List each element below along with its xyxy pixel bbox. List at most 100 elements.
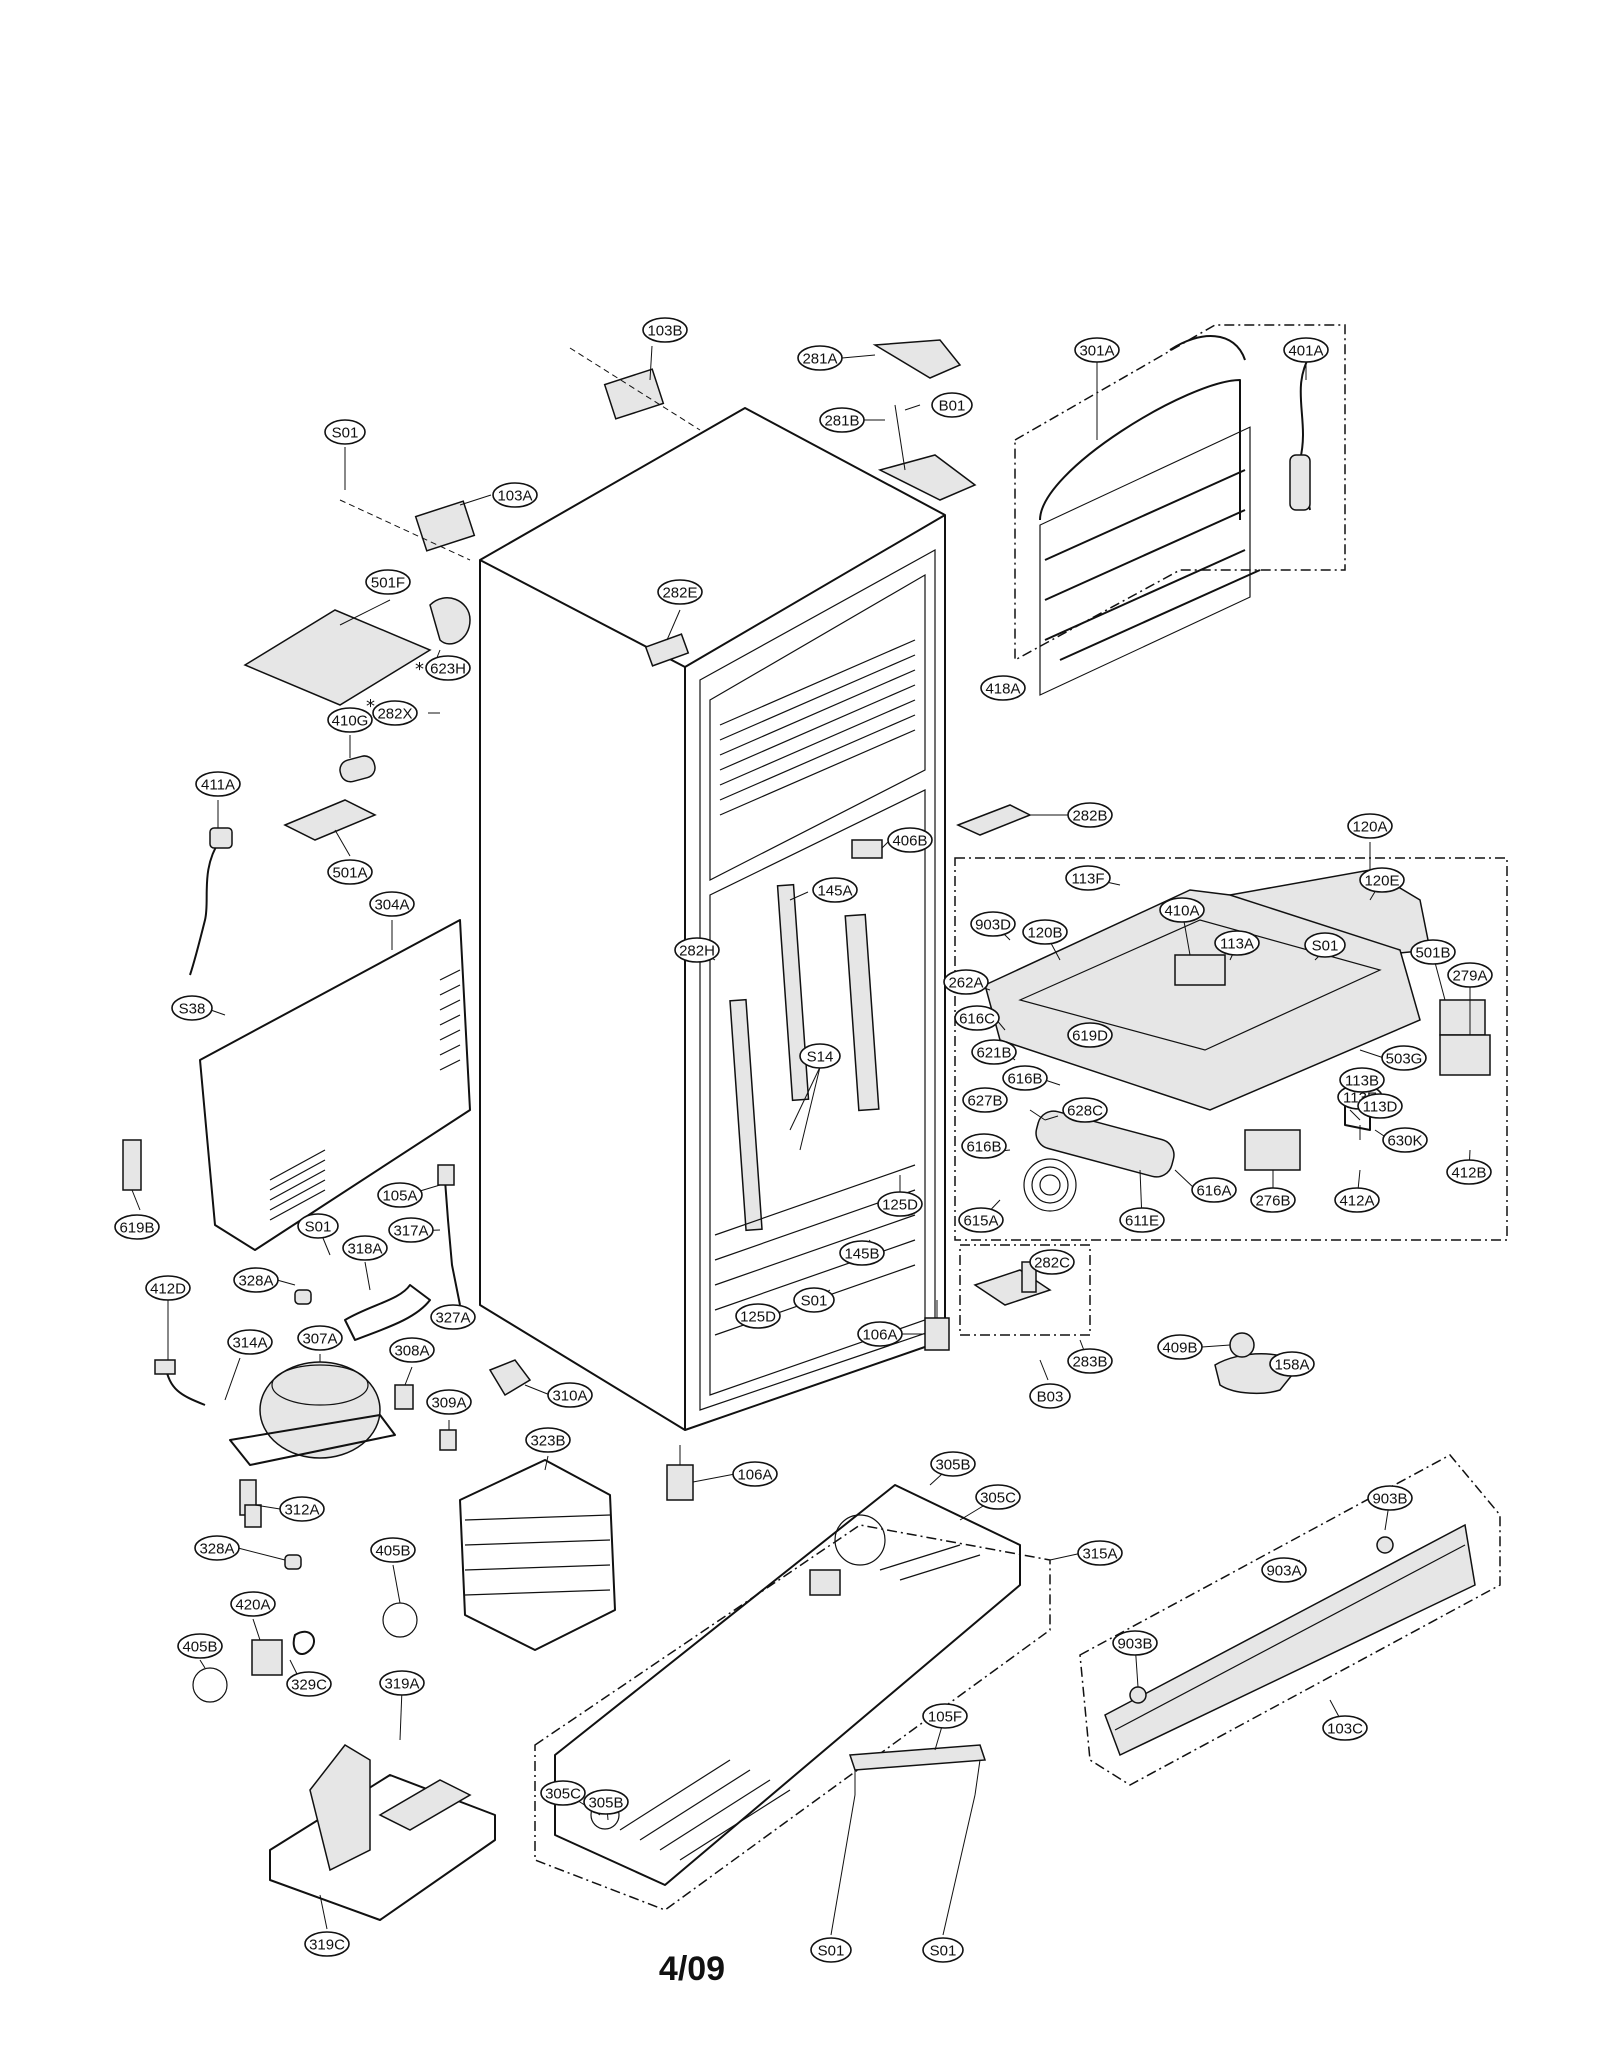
callout-412a: 412A — [1334, 1187, 1380, 1213]
asterisk-marker-623h: * — [415, 659, 424, 680]
callout-label: 105A — [382, 1188, 417, 1205]
callout-label: 616A — [1196, 1183, 1231, 1200]
callout-label: 619B — [119, 1220, 154, 1237]
power-cord-411a — [189, 827, 233, 976]
callout-627b: 627B — [962, 1087, 1008, 1113]
pcb-cover-501f — [243, 609, 432, 706]
callout-label: 409B — [1162, 1340, 1197, 1357]
callout-label: 412D — [150, 1281, 186, 1298]
callout-106a-a: 106A — [857, 1321, 903, 1347]
callout-145a: 145A — [812, 877, 858, 903]
callout-276b: 276B — [1250, 1187, 1296, 1213]
callout-158a: 158A — [1269, 1351, 1315, 1377]
callout-501a: 501A — [327, 859, 373, 885]
callout-label: S01 — [801, 1293, 828, 1310]
callout-label: 410G — [332, 713, 369, 730]
callout-label: 310A — [552, 1388, 587, 1405]
callout-317a: 317A — [388, 1217, 434, 1243]
callout-120e: 120E — [1359, 867, 1405, 893]
callout-405b-a: 405B — [370, 1537, 416, 1563]
compressor-307a — [229, 1361, 396, 1516]
callout-label: 103C — [1327, 1721, 1363, 1738]
callout-611e: 611E — [1119, 1207, 1165, 1233]
callout-label: 418A — [985, 681, 1020, 698]
callout-label: 616B — [1007, 1071, 1042, 1088]
callout-305b: 305B — [930, 1451, 976, 1477]
callout-310a: 310A — [547, 1382, 593, 1408]
callout-105f: 105F — [922, 1703, 968, 1729]
callout-label: 304A — [374, 897, 409, 914]
callout-label: 327A — [435, 1310, 470, 1327]
callout-label: 305C — [980, 1490, 1016, 1507]
callout-label: 282X — [377, 706, 412, 723]
callout-420a: 420A — [230, 1591, 276, 1617]
callout-501f: 501F — [365, 569, 411, 595]
callout-label: 630K — [1387, 1133, 1422, 1150]
callout-label: 113A — [1220, 936, 1254, 953]
callout-label: 279A — [1452, 968, 1487, 985]
callout-328a-b: 328A — [194, 1535, 240, 1561]
callout-412d: 412D — [145, 1275, 191, 1301]
callout-label: 125D — [882, 1197, 918, 1214]
clip-619b — [122, 1139, 142, 1191]
callout-616b-b: 616B — [961, 1133, 1007, 1159]
callout-label: S38 — [179, 1001, 206, 1018]
callout-282h: 282H — [674, 937, 720, 963]
callout-628c: 628C — [1062, 1097, 1108, 1123]
callout-406b: 406B — [887, 827, 933, 853]
callout-145b: 145B — [839, 1240, 885, 1266]
callout-279a: 279A — [1447, 962, 1493, 988]
callout-411a: 411A — [195, 771, 241, 797]
callout-label: S01 — [332, 425, 359, 442]
callout-418a: 418A — [980, 675, 1026, 701]
callout-label: 412A — [1339, 1193, 1374, 1210]
callout-label: 903D — [975, 917, 1011, 934]
callout-615a: 615A — [958, 1207, 1004, 1233]
callout-630k: 630K — [1382, 1127, 1428, 1153]
callout-label: 305B — [588, 1795, 623, 1812]
callout-282e: 282E — [657, 579, 703, 605]
callout-label: 282H — [679, 943, 715, 960]
evaporator-coil — [1039, 335, 1261, 696]
asterisk-marker-282x: * — [366, 696, 375, 717]
callout-903b-a: 903B — [1367, 1485, 1413, 1511]
knob-623h — [429, 597, 471, 645]
callout-412b: 412B — [1446, 1159, 1492, 1185]
callout-318a: 318A — [342, 1235, 388, 1261]
callout-105a: 105A — [377, 1182, 423, 1208]
callout-s01-c: S01 — [297, 1213, 339, 1239]
callout-319a: 319A — [379, 1670, 425, 1696]
callout-120b: 120B — [1022, 919, 1068, 945]
callout-616c: 616C — [954, 1005, 1000, 1031]
bracket-501b — [1439, 999, 1486, 1036]
callout-125d-a: 125D — [877, 1191, 923, 1217]
callout-328a-a: 328A — [233, 1267, 279, 1293]
callout-label: 301A — [1079, 343, 1114, 360]
callout-label: 282C — [1034, 1255, 1070, 1272]
callout-label: 611E — [1125, 1213, 1159, 1230]
callout-308a: 308A — [389, 1337, 435, 1363]
callout-282b: 282B — [1067, 802, 1113, 828]
callout-label: 405B — [182, 1639, 217, 1656]
callout-label: 903B — [1372, 1491, 1407, 1508]
callout-312a: 312A — [279, 1496, 325, 1522]
callout-label: 319C — [309, 1937, 345, 1954]
condenser-323b — [459, 1459, 616, 1651]
callout-103b: 103B — [642, 317, 688, 343]
top-hinge-group — [339, 339, 977, 561]
relay-410a — [1174, 954, 1226, 986]
callout-label: 125D — [740, 1309, 776, 1326]
callout-501b: 501B — [1410, 939, 1456, 965]
callout-125d-b: 125D — [735, 1303, 781, 1329]
bulb-410g — [339, 755, 376, 783]
vent-slots — [269, 969, 461, 1221]
callout-label: 317A — [393, 1223, 428, 1240]
callout-label: 282B — [1072, 808, 1107, 825]
callout-113b: 113B — [1339, 1067, 1385, 1093]
callout-113d: 113D — [1357, 1093, 1403, 1119]
callout-label: 903A — [1266, 1563, 1301, 1580]
callout-label: 262A — [948, 975, 983, 992]
pcb-501a — [283, 799, 377, 841]
tag-282e — [644, 633, 690, 667]
